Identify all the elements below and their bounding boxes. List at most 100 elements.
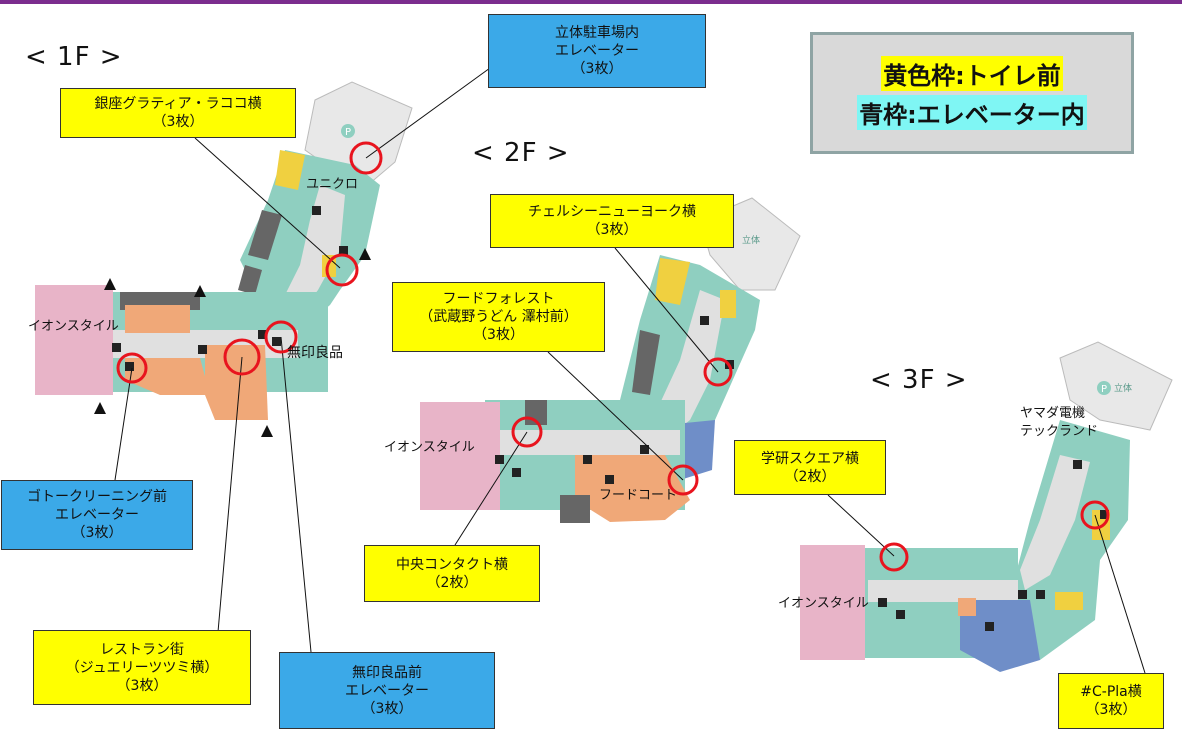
leader-line — [217, 356, 243, 633]
floor-title-3f: < 3F > — [870, 365, 968, 395]
callout-line: チェルシーニューヨーク横 — [528, 204, 696, 220]
callout-line: （3枚） — [361, 700, 413, 717]
uniqlo-area — [275, 150, 305, 190]
label-muji: 無印良品 — [287, 345, 343, 361]
leader-line — [194, 137, 341, 269]
marker-cpla[interactable] — [1080, 500, 1110, 530]
escalator-icon — [985, 622, 994, 631]
parking-mark-2f: 立体 — [742, 234, 760, 246]
callout-line: エレベーター — [555, 43, 639, 59]
toilet-icon — [339, 246, 348, 255]
parking-icon-letter: P — [345, 127, 351, 138]
callout-line: （3枚） — [473, 327, 524, 343]
callout-ginza-gratia: 銀座グラティア・ラココ横 （3枚） — [60, 88, 296, 138]
leader-line — [365, 67, 491, 159]
toilet-icon — [512, 468, 521, 477]
callout-line: 銀座グラティア・ラココ横 — [94, 96, 262, 112]
food-area-1f — [125, 305, 190, 333]
callout-line: （武蔵野うどん 澤村前） — [419, 309, 578, 325]
legend-yellow-frame: 黄色枠:トイレ前 — [881, 56, 1063, 91]
entrance-marker-icon — [194, 285, 206, 297]
marker-chuo-contact[interactable] — [511, 416, 543, 448]
label-yamada-line1: ヤマダ電機 — [1020, 406, 1086, 421]
callout-restaurant: レストラン街 （ジュエリーツツミ横） （3枚） — [33, 630, 251, 705]
shop-yellow-3f-b — [1055, 592, 1083, 610]
parking-mark-3f: 立体 — [1114, 382, 1132, 394]
label-aeon-style-1f: イオンスタイル — [28, 319, 119, 334]
callout-line: 学研スクエア横 — [761, 450, 859, 467]
toilet-icon — [896, 610, 905, 619]
callout-line: （3枚） — [571, 61, 623, 77]
callout-line: （2枚） — [426, 574, 478, 591]
entrance-marker-icon — [359, 248, 371, 260]
entrance-marker-icon — [104, 278, 116, 290]
escalator-icon — [1018, 590, 1027, 599]
parking-icon — [1097, 381, 1111, 395]
food-area-3f — [958, 598, 976, 616]
toilet-icon — [272, 337, 281, 346]
floor-3f-map: P 立体 — [800, 341, 1173, 672]
label-aeon-style-3f: イオンスタイル — [778, 596, 869, 611]
callout-chuo-contact: 中央コンタクト横 （2枚） — [364, 545, 540, 602]
callout-line: フードフォレスト — [442, 291, 555, 307]
callout-goto-cleaning: ゴトークリーニング前 エレベーター （3枚） — [1, 480, 193, 550]
shop-yellow-2f — [655, 258, 690, 305]
escalator-icon — [605, 475, 614, 484]
callout-line: #C-Pla横 — [1080, 684, 1142, 700]
marker-food-forest[interactable] — [667, 464, 699, 496]
callout-line: エレベーター — [345, 682, 429, 699]
shop-yellow-2f-b — [720, 290, 736, 318]
service-1f-a — [248, 210, 282, 260]
walkway-3f-horiz — [868, 580, 1018, 602]
markers — [116, 141, 1110, 572]
leader-line — [1094, 514, 1146, 674]
callout-line: （3枚） — [152, 114, 204, 130]
callout-muji-elevator: 無印良品前 エレベーター （3枚） — [279, 652, 495, 729]
escalator-icon — [312, 206, 321, 215]
service-2f-c — [560, 495, 590, 523]
marker-gakken[interactable] — [879, 542, 909, 572]
marker-muji-elevator[interactable] — [264, 320, 298, 354]
escalator-icon — [495, 455, 504, 464]
leader-line — [454, 431, 528, 546]
escalator-icon — [198, 345, 207, 354]
service-1f-b — [238, 265, 262, 295]
walkway-1f-diag — [280, 185, 345, 320]
marker-restaurant[interactable] — [223, 338, 261, 376]
callout-line: （3枚） — [71, 525, 123, 541]
marker-ginza-gratia[interactable] — [325, 253, 359, 287]
restaurant-area-2 — [205, 345, 268, 420]
label-uniqlo: ユニクロ — [306, 177, 359, 192]
aeon-style-3f — [800, 545, 865, 660]
leader-line — [280, 336, 312, 653]
service-2f-a — [632, 330, 660, 395]
food-court-area — [575, 455, 690, 522]
label-aeon-style-2f: イオンスタイル — [384, 440, 475, 455]
marker-goto-cleaning[interactable] — [116, 352, 148, 384]
callout-line: （3枚） — [116, 677, 168, 694]
callout-gakken: 学研スクエア横 （2枚） — [734, 440, 886, 495]
escalator-icon — [258, 330, 267, 339]
floor-title-2f: < 2F > — [472, 138, 570, 168]
toilet-icon — [125, 362, 134, 371]
parking-3f — [1059, 341, 1173, 431]
parking-icon — [341, 124, 355, 138]
marker-parking-elevator[interactable] — [349, 141, 383, 175]
callout-cpla: #C-Pla横 （3枚） — [1058, 673, 1164, 729]
marker-chelsea[interactable] — [703, 357, 733, 387]
aeon-style-1f — [35, 285, 113, 395]
escalator-icon — [878, 598, 887, 607]
escalator-icon — [583, 455, 592, 464]
parking-icon-letter: P — [1101, 384, 1107, 395]
cinema-3f — [960, 600, 1040, 672]
callout-line: 中央コンタクト横 — [396, 556, 508, 573]
leader-line — [547, 351, 684, 481]
callout-line: 立体駐車場内 — [555, 25, 639, 41]
leader-line — [614, 247, 719, 373]
label-food-court: フードコート — [599, 488, 678, 503]
callout-parking-elevator: 立体駐車場内 エレベーター （3枚） — [488, 14, 706, 88]
shop-area-3f-diag — [1005, 420, 1130, 660]
escalator-icon — [112, 343, 121, 352]
toilet-icon — [1036, 590, 1045, 599]
leader-line — [827, 494, 895, 557]
